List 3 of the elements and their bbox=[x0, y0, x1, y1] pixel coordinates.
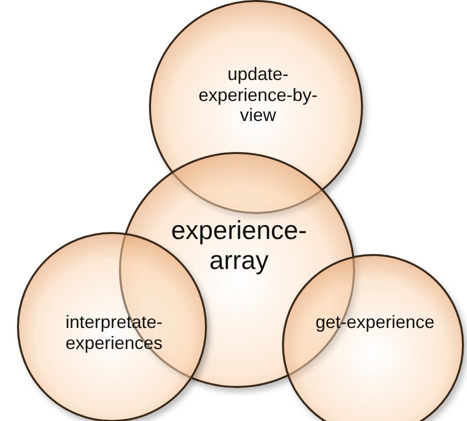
node-label: experience-array bbox=[170, 216, 308, 276]
node-label: update-experience-by-view bbox=[198, 64, 318, 126]
node-label: get-experience bbox=[315, 312, 435, 333]
